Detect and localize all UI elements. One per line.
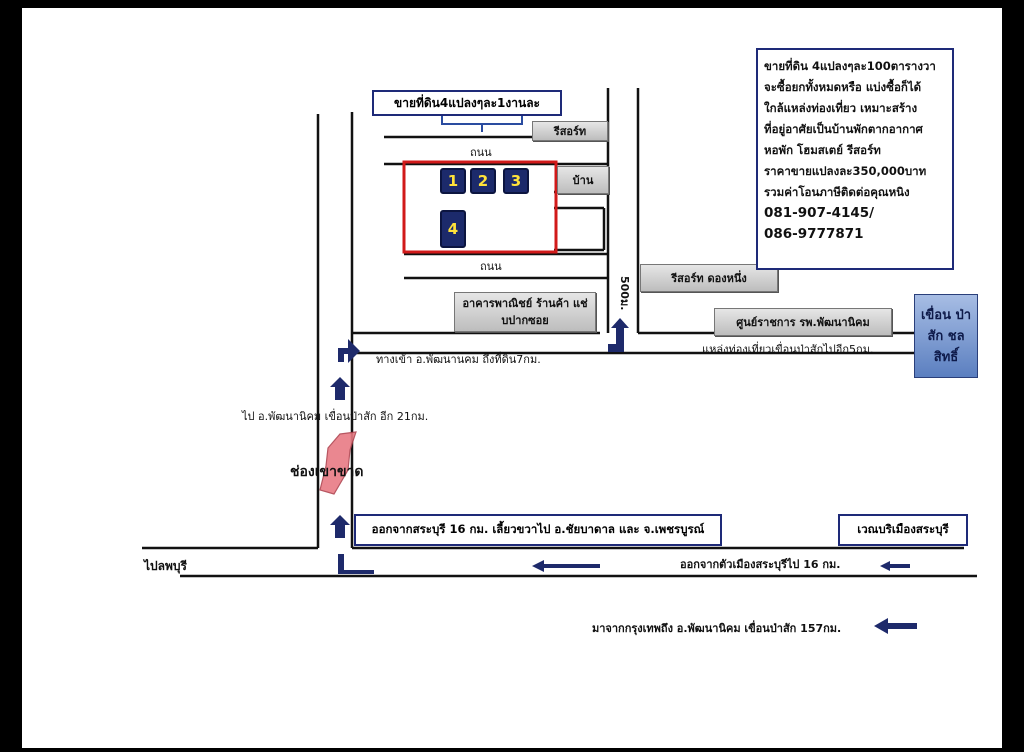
sign-resort-top: รีสอร์ท — [532, 121, 608, 141]
arrow-turn-right-top — [338, 339, 360, 363]
plot-2: 2 — [470, 168, 496, 194]
sign-commercial-text: อาคารพาณิชย์ ร้านค้า แช่บปากซอย — [462, 297, 588, 327]
label-tourist-dam: แหล่งท่องเที่ยวเขื่อนป่าสักไปอีก5กม. — [702, 341, 873, 356]
header-bracket — [441, 112, 523, 132]
plot-1: 1 — [440, 168, 466, 194]
label-pass-name: ช่องเขาขาด — [290, 464, 364, 480]
sign-gov-center-text: ศูนย์ราชการ รพ.พัฒนานิคม — [736, 316, 870, 329]
plot-2-number: 2 — [477, 172, 489, 190]
sale-info-box: ขายที่ดิน 4แปลงๆละ100ตารางวา จะซื้อยกทั้… — [756, 48, 954, 270]
from-saraburi-text: ออกจากสระบุรี 16 กม. เลี้ยวขวาไป อ.ชัยบา… — [371, 522, 705, 536]
info-line-7: รวมค่าโอนภาษีติดต่อคุณหนิง — [764, 185, 910, 199]
plot-4-number: 4 — [447, 220, 459, 238]
dam-sign: เขื่อน ป่าสัก ชลสิทธิ์ — [914, 294, 978, 378]
map-sheet: ถนน ถนน 500ม. ทางเข้า อ.พัฒนานคม ถึงที่ด… — [22, 8, 1002, 748]
arrow-left-mid — [532, 560, 600, 572]
label-distance-500: 500ม. — [618, 276, 631, 310]
label-from-bangkok: มาจากกรุงเทพถึง อ.พัฒนานิคม เขื่อนป่าสัก… — [592, 620, 841, 636]
label-to-lopburi: ไปลพบุรี — [142, 558, 188, 574]
label-road-mid: ถนน — [480, 260, 502, 273]
info-phone-1: 081-907-4145/ — [764, 205, 875, 221]
info-line-6: ราคาขายแปลงละ350,000บาท — [764, 164, 927, 178]
road-map-drawing: ถนน ถนน 500ม. ทางเข้า อ.พัฒนานคม ถึงที่ด… — [142, 88, 977, 636]
plot-3: 3 — [503, 168, 529, 194]
arrow-left-right — [880, 561, 910, 571]
arrow-left-bangkok — [874, 618, 917, 634]
arrow-up-soi — [608, 318, 629, 352]
header-box: ขายที่ดิน4แปลงๆละ1งานละ — [372, 90, 562, 116]
label-to-district: ไป อ.พัฒนานิคม เขื่อนป่าสัก อีก 21กม. — [241, 408, 428, 423]
label-entrance: ทางเข้า อ.พัฒนานคม ถึงที่ดิน7กม. — [376, 351, 541, 366]
sign-resort-top-text: รีสอร์ท — [553, 125, 587, 138]
sign-resort-dongnueng: รีสอร์ท ดองหนึ่ง — [640, 264, 778, 292]
label-road-top: ถนน — [470, 146, 492, 159]
plot-3-number: 3 — [510, 172, 522, 190]
road-lines — [142, 88, 977, 578]
sign-house: บ้าน — [557, 166, 609, 194]
sign-gov-center: ศูนย์ราชการ รพ.พัฒนานิคม — [714, 308, 892, 336]
info-line-1: ขายที่ดิน 4แปลงๆละ100ตารางวา — [764, 59, 936, 73]
info-line-3: ใกล้แหล่งท่องเที่ยว เหมาะสร้าง — [764, 101, 918, 115]
info-line-5: หอพัก โฮมสเตย์ รีสอร์ท — [764, 143, 881, 157]
pass-marker-icon — [319, 431, 357, 495]
parcel-outline — [402, 160, 558, 254]
info-phone-2: 086-9777871 — [764, 226, 864, 242]
arrow-up-1 — [330, 377, 350, 400]
arrow-up-2 — [330, 515, 350, 538]
plot-4: 4 — [440, 210, 466, 248]
dam-sign-text: เขื่อน ป่าสัก ชลสิทธิ์ — [920, 307, 972, 365]
arrow-corner-bottom — [338, 554, 374, 574]
info-line-2: จะซื้อยกทั้งหมดหรือ แบ่งซื้อก็ได้ — [764, 80, 922, 94]
label-from-city: ออกจากตัวเมืองสระบุรีไป 16 กม. — [680, 557, 840, 572]
plot-1-number: 1 — [447, 172, 459, 190]
saraburi-area-box: เวณบริเมืองสระบุรี — [838, 514, 968, 546]
direction-arrows — [330, 318, 917, 634]
from-saraburi-box: ออกจากสระบุรี 16 กม. เลี้ยวขวาไป อ.ชัยบา… — [354, 514, 722, 546]
header-box-text: ขายที่ดิน4แปลงๆละ1งานละ — [394, 95, 540, 110]
sign-resort-dongnueng-text: รีสอร์ท ดองหนึ่ง — [671, 272, 747, 285]
sign-commercial: อาคารพาณิชย์ ร้านค้า แช่บปากซอย — [454, 292, 596, 332]
saraburi-area-text: เวณบริเมืองสระบุรี — [857, 522, 949, 536]
info-line-4: ที่อยู่อาศัยเป็นบ้านพักตากอากาศ — [764, 122, 923, 136]
sign-house-text: บ้าน — [572, 174, 594, 187]
